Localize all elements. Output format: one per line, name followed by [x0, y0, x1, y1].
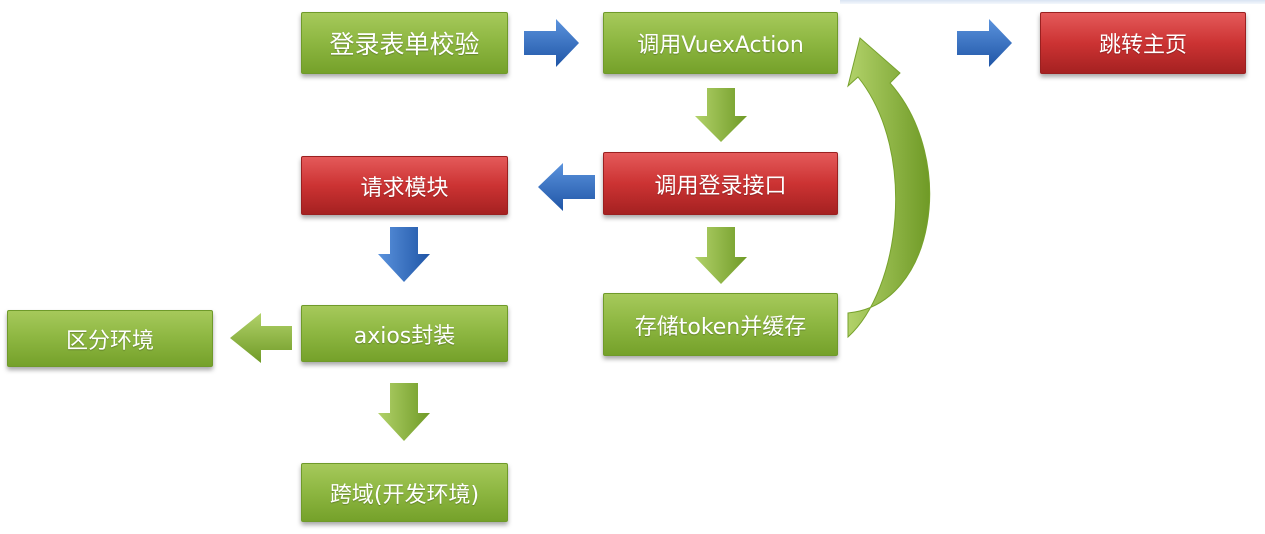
- node-distinguish-env: 区分环境: [7, 310, 213, 367]
- node-request-module: 请求模块: [301, 156, 508, 215]
- node-axios-wrap: axios封装: [301, 305, 508, 362]
- arrow-down-green-1: [695, 88, 747, 142]
- arrow-down-green-2: [695, 227, 747, 284]
- node-call-vuex-action: 调用VuexAction: [603, 12, 838, 74]
- arrow-left-blue: [538, 163, 595, 211]
- arrow-down-blue: [378, 227, 430, 282]
- node-store-token: 存储token并缓存: [603, 293, 838, 356]
- top-border-line: [840, 0, 1265, 4]
- arrow-left-green: [230, 313, 292, 363]
- node-call-login-api: 调用登录接口: [603, 152, 838, 215]
- node-cross-domain: 跨域(开发环境): [301, 463, 508, 522]
- arrow-curved-green: [847, 37, 931, 339]
- arrow-right-blue-2: [957, 19, 1012, 67]
- node-jump-home: 跳转主页: [1040, 12, 1246, 74]
- node-form-validation: 登录表单校验: [301, 12, 508, 74]
- arrow-right-blue-1: [524, 19, 579, 67]
- arrow-down-green-3: [378, 383, 430, 441]
